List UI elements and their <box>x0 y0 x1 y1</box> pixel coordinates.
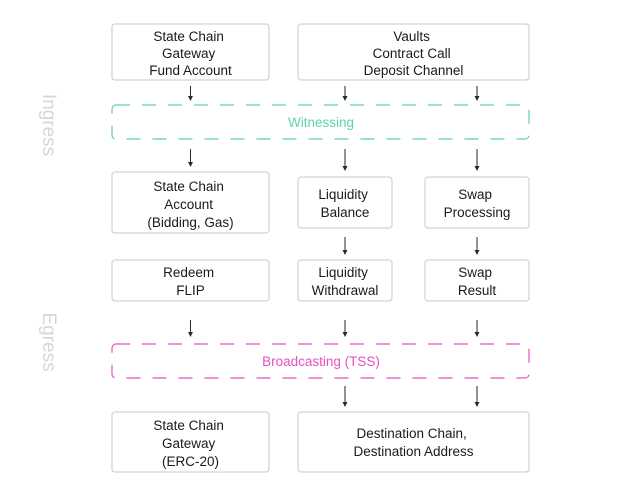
box-line: (ERC-20) <box>162 454 219 469</box>
box-line: State Chain <box>153 179 224 194</box>
swap-result-box: Swap Result <box>424 259 530 302</box>
box-line: Liquidity <box>318 187 368 202</box>
egress-label: Egress <box>38 312 59 371</box>
svg-text:State Chain Account: State Chain Account (Bidding, Gas) <box>147 179 233 230</box>
box-line: Processing <box>444 205 511 220</box>
broadcasting-band <box>111 343 530 379</box>
redeem-flip-box: Redeem FLIP <box>111 259 270 302</box>
svg-text:Liquidity Withdrawal: Liquidity Withdrawal <box>312 265 379 298</box>
arrow-icon <box>474 320 480 337</box>
arrow-icon <box>342 86 348 101</box>
witnessing-label: Witnessing <box>288 115 354 130</box>
box-line: Destination Chain, <box>356 426 466 441</box>
box-line: Contract Call <box>373 46 451 61</box>
state-chain-gateway-erc20-box: State Chain Gateway (ERC-20) <box>111 411 270 473</box>
arrow-icon <box>342 149 348 171</box>
box-line: State Chain <box>153 418 224 433</box>
arrow-icon <box>474 86 480 101</box>
swap-processing-box: Swap Processing <box>424 176 530 229</box>
box-line: State Chain <box>153 29 224 44</box>
svg-text:State Chain Gateway: State Chain Gateway (ERC-20) <box>153 418 227 469</box>
arrow-icon <box>188 86 193 101</box>
arrow-icon <box>474 237 480 255</box>
box-line: Destination Address <box>353 444 473 459</box>
box-line: Vaults <box>393 29 430 44</box>
vaults-box: Vaults Contract Call Deposit Channel <box>297 23 530 81</box>
box-line: (Bidding, Gas) <box>147 215 233 230</box>
state-chain-gateway-fund-box: State Chain Gateway Fund Account <box>111 23 270 81</box>
liquidity-balance-box: Liquidity Balance <box>297 176 393 229</box>
arrow-icon <box>342 237 348 255</box>
box-line: FLIP <box>176 283 205 298</box>
box-line: Redeem <box>163 265 214 280</box>
state-chain-account-box: State Chain Account (Bidding, Gas) <box>111 171 270 234</box>
arrows <box>188 86 480 407</box>
box-line: Balance <box>321 205 370 220</box>
arrow-icon <box>474 386 480 407</box>
arrow-icon <box>188 320 193 337</box>
box-line: Gateway <box>162 46 216 61</box>
liquidity-withdrawal-box: Liquidity Withdrawal <box>297 259 393 302</box>
ingress-label: Ingress <box>38 94 59 156</box>
svg-text:Swap Processing: Swap Processing <box>444 187 511 220</box>
svg-text:Liquidity Balance: Liquidity Balance <box>318 187 371 220</box>
svg-text:Swap Result: Swap Result <box>458 265 497 298</box>
box-line: Swap <box>458 187 492 202</box>
box-line: Withdrawal <box>312 283 379 298</box>
box-line: Liquidity <box>318 265 368 280</box>
svg-text:Redeem FLIP: Redeem FLIP <box>163 265 218 298</box>
arrow-icon <box>474 149 480 171</box>
arrow-icon <box>342 386 348 407</box>
box-line: Deposit Channel <box>364 63 464 78</box>
witnessing-band <box>111 104 530 140</box>
destination-box: Destination Chain, Destination Address <box>297 411 530 473</box>
box-line: Fund Account <box>149 63 232 78</box>
arrow-icon <box>188 149 193 167</box>
svg-text:Vaults Contract Call: Vaults Contract Call Deposit Channel <box>364 29 464 78</box>
broadcasting-label: Broadcasting (TSS) <box>262 354 380 369</box>
box-line: Swap <box>458 265 492 280</box>
arrow-icon <box>342 320 348 337</box>
svg-text:Destination Chain, Desti: Destination Chain, Destination Address <box>353 426 473 459</box>
box-line: Account <box>164 197 213 212</box>
box-line: Gateway <box>162 436 216 451</box>
svg-text:State Chain Gateway: State Chain Gateway Fund Account <box>149 29 232 78</box>
box-line: Result <box>458 283 497 298</box>
